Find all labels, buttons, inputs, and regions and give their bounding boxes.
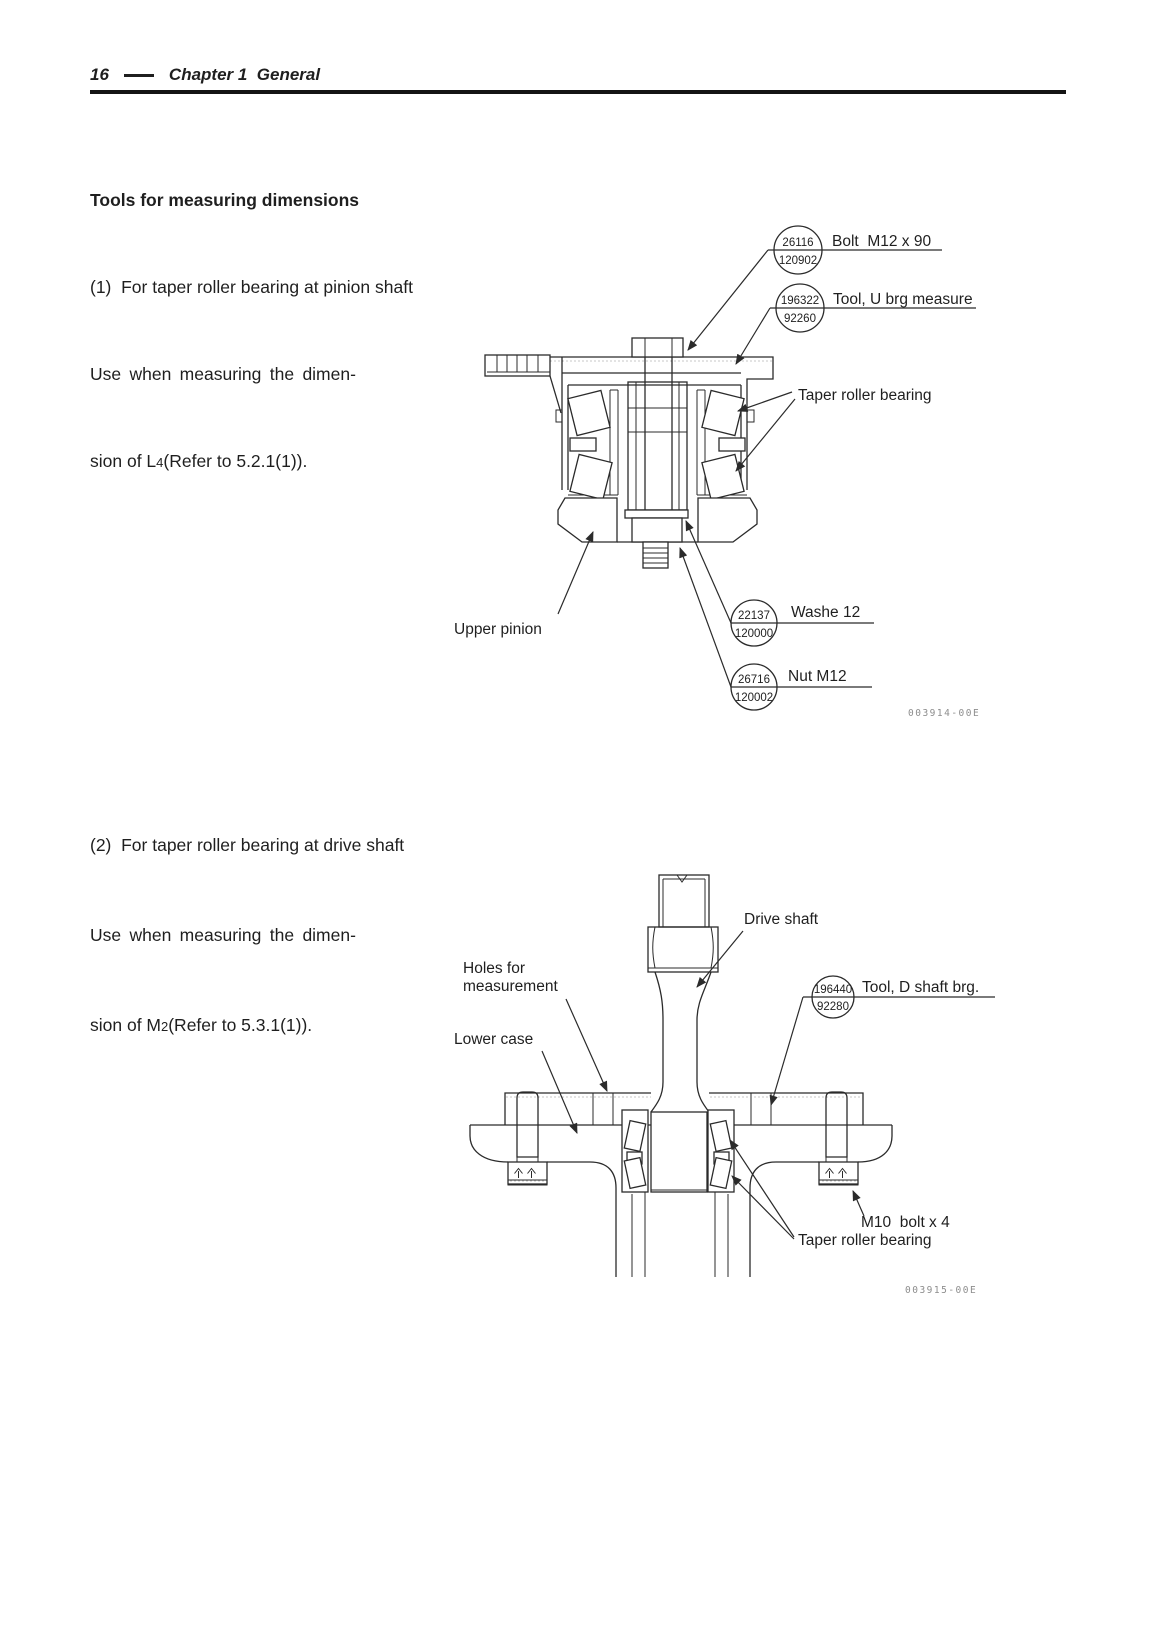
label-holes-for-measurement: Holes for measurement xyxy=(463,960,608,1092)
chapter-title: Chapter 1 General xyxy=(168,65,321,84)
svg-text:M10 bolt x 4: M10 bolt x 4 xyxy=(861,1214,950,1231)
callout-tool-d-shaft: 196440 92280 Tool, D shaft brg. xyxy=(769,975,995,1107)
figure-code: 003914-00E xyxy=(908,708,980,719)
subscript-4: 4 xyxy=(156,455,164,470)
washer-12 xyxy=(624,509,689,519)
callout-label: Tool, D shaft brg. xyxy=(862,979,979,996)
item1-line3: sion of L4(Refer to 5.2.1(1)). xyxy=(90,451,308,471)
figure-code: 003915-00E xyxy=(905,1285,977,1296)
part-number-top: 196440 xyxy=(814,984,852,996)
item2-line3: sion of M2(Refer to 5.3.1(1)). xyxy=(90,1015,313,1035)
part-number-top: 196322 xyxy=(781,295,819,307)
taper-rollers xyxy=(567,389,746,501)
section-drive-shaft: (2) For taper roller bearing at drive sh… xyxy=(90,770,404,1102)
tool-plate xyxy=(550,356,774,490)
shaft-spline-head xyxy=(658,874,710,928)
item1-line1: (1) For taper roller bearing at pinion s… xyxy=(90,277,413,297)
svg-text:Taper roller bearing: Taper roller bearing xyxy=(798,387,932,404)
callout-label: Washe 12 xyxy=(791,604,860,621)
upper-pinion-body xyxy=(557,497,758,543)
figure-upper-pinion: 26116 120902 Bolt M12 x 90 196322 92260 … xyxy=(430,200,1010,735)
part-number-top: 26716 xyxy=(738,674,770,686)
center-sleeve xyxy=(627,381,688,511)
section-heading: Tools for measuring dimensions xyxy=(90,190,360,210)
svg-text:Lower case: Lower case xyxy=(454,1031,533,1048)
part-number-bottom: 120000 xyxy=(735,628,773,640)
part-number-top: 26116 xyxy=(782,237,813,249)
part-number-bottom: 92280 xyxy=(817,1001,849,1013)
item2-line2: Use when measuring the dimen- xyxy=(90,925,356,945)
subscript-2: 2 xyxy=(161,1019,169,1034)
part-number-bottom: 120902 xyxy=(779,255,817,267)
label-drive-shaft: Drive shaft xyxy=(696,911,819,988)
shaft-collar xyxy=(647,926,719,973)
nut-m12 xyxy=(631,517,683,543)
part-number-top: 22137 xyxy=(738,610,770,622)
page-header: 16 Chapter 1 General xyxy=(90,62,320,88)
figure-drive-shaft: Drive shaft Holes for measurement Lower … xyxy=(430,820,1010,1305)
header-dash xyxy=(123,74,154,77)
item2-line1: (2) For taper roller bearing at drive sh… xyxy=(90,835,405,855)
svg-text:measurement: measurement xyxy=(463,978,558,995)
label-taper-roller-bearing: Taper roller bearing xyxy=(735,387,932,472)
header-rule xyxy=(90,90,1066,94)
svg-text:Taper roller bearing: Taper roller bearing xyxy=(798,1232,932,1249)
section-tools: Tools for measuring dimensions (1) For t… xyxy=(90,128,413,535)
label-m10-bolt: M10 bolt x 4 xyxy=(852,1190,950,1231)
svg-text:Upper pinion: Upper pinion xyxy=(454,621,542,638)
part-number-bottom: 92260 xyxy=(784,313,816,325)
callout-label: Bolt M12 x 90 xyxy=(832,233,931,250)
bolt-m12 xyxy=(631,337,684,510)
callout-bolt: 26116 120902 Bolt M12 x 90 xyxy=(687,225,942,351)
shaft-body xyxy=(650,971,712,1113)
callout-nut: 26716 120002 Nut M12 xyxy=(679,547,872,711)
m10-bolt-right xyxy=(818,1091,859,1186)
page-number: 16 xyxy=(90,65,109,84)
lower-case-body xyxy=(469,1124,893,1277)
drive-shaft-drawing xyxy=(469,874,893,1277)
label-taper-roller-bearing: Taper roller bearing xyxy=(729,1139,932,1249)
item1-line2: Use when measuring the dimen- xyxy=(90,364,356,384)
shaft-hub xyxy=(650,1111,708,1193)
svg-text:Holes for: Holes for xyxy=(463,960,525,977)
svg-text:Drive shaft: Drive shaft xyxy=(744,911,819,928)
callout-washer: 22137 120000 Washe 12 xyxy=(685,520,874,647)
measuring-plate xyxy=(504,1092,864,1125)
bolt-threaded-end xyxy=(642,541,669,569)
m10-bolt-left xyxy=(507,1091,548,1186)
pinion-assembly-drawing xyxy=(484,337,774,569)
label-lower-case: Lower case xyxy=(454,1031,578,1134)
label-upper-pinion: Upper pinion xyxy=(454,531,594,638)
taper-rollers xyxy=(623,1119,733,1190)
part-number-bottom: 120002 xyxy=(735,692,773,704)
callout-label: Tool, U brg measure xyxy=(833,291,973,308)
callout-label: Nut M12 xyxy=(788,668,847,685)
callout-tool-u-brg: 196322 92260 Tool, U brg measure xyxy=(735,283,976,365)
rack-section xyxy=(484,354,562,414)
